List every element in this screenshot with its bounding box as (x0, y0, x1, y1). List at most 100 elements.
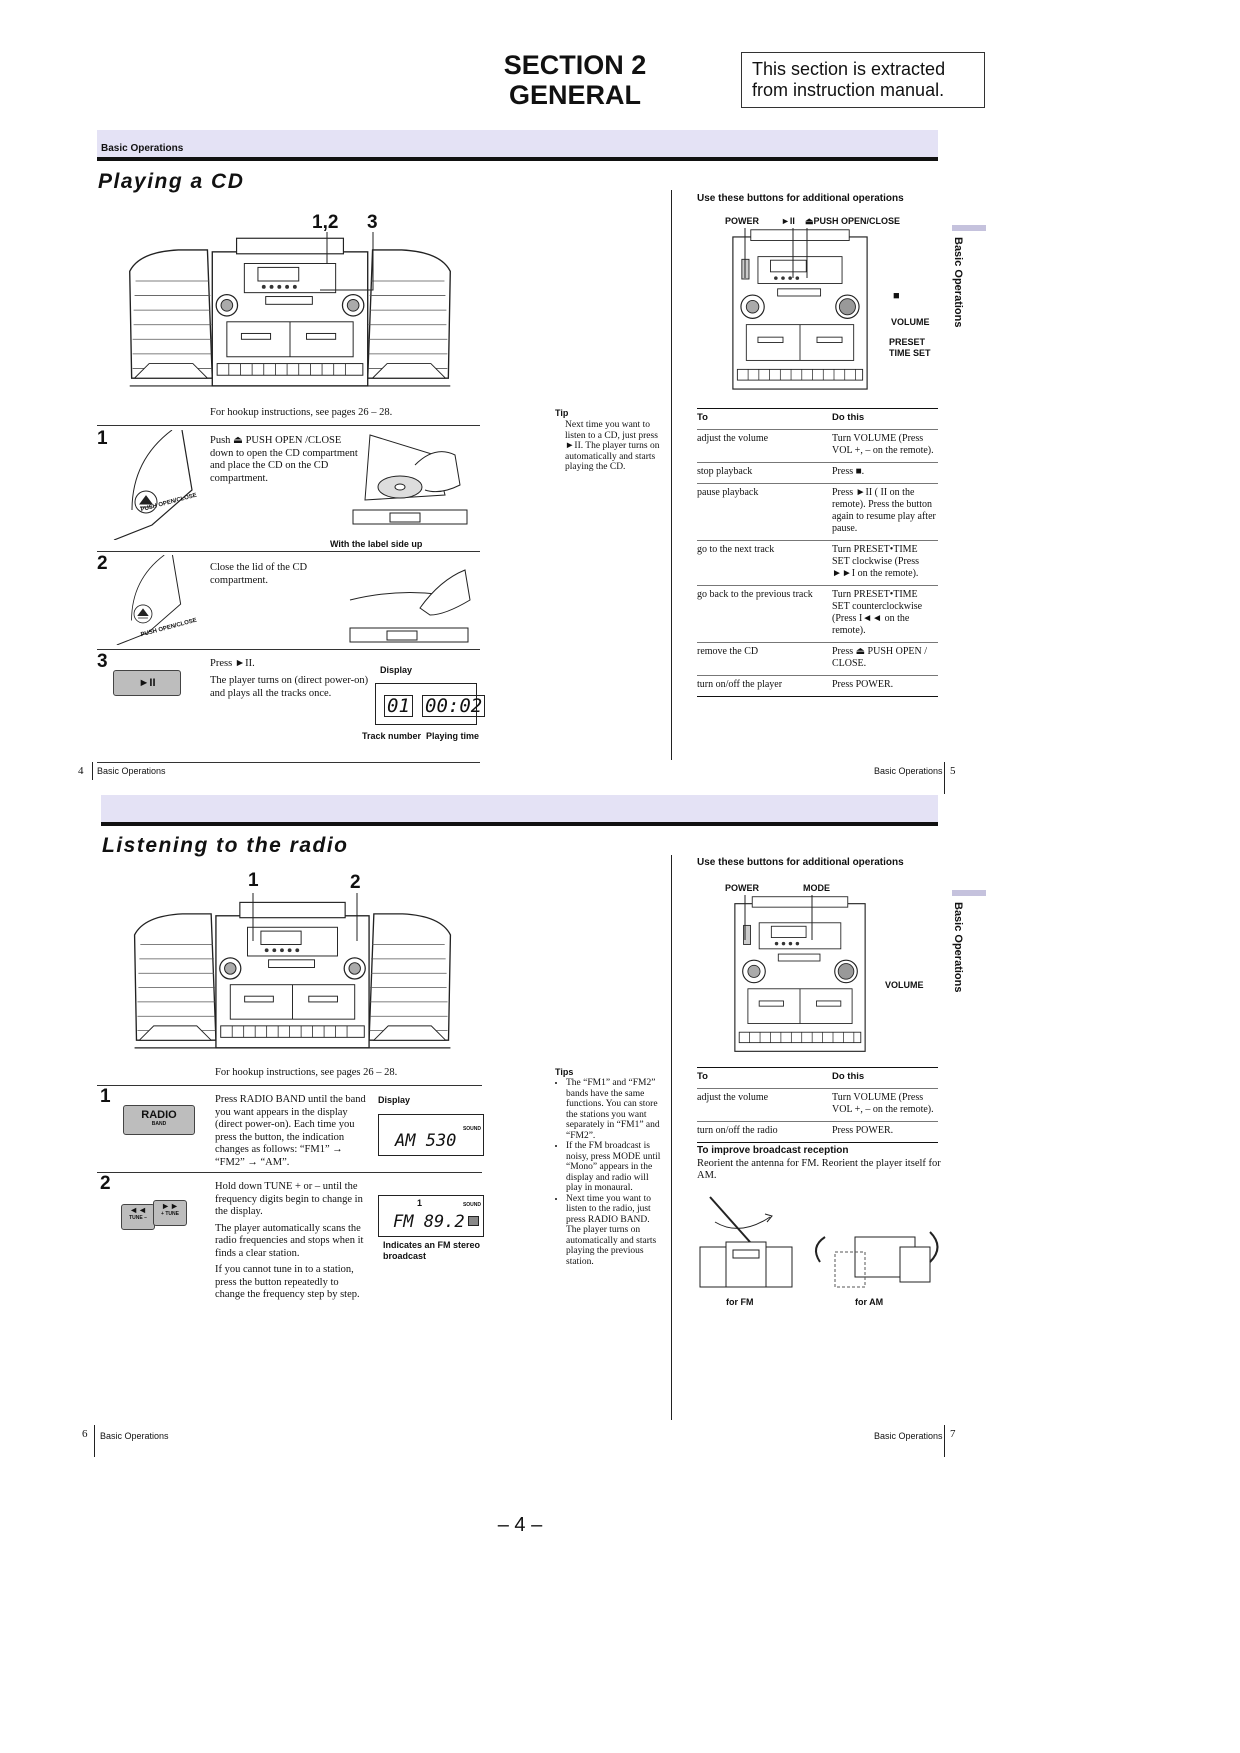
step-3-text: Press ►II. (210, 658, 255, 669)
side-tab-marker (952, 225, 986, 231)
cd-display: 01 00:02 (375, 683, 486, 725)
improve-reception-heading: To improve broadcast reception (697, 1145, 849, 1156)
tip-text: Next time you want to listen to a CD, ju… (565, 420, 660, 472)
tip-item: Next time you want to listen to the radi… (566, 1194, 665, 1268)
stereo-indicator-icon (468, 1216, 479, 1226)
column-divider (671, 190, 672, 760)
display-track-number: 01 (384, 695, 413, 717)
display-fm-892: FM 89.2 (393, 1212, 465, 1232)
volume-label-2: VOLUME (885, 980, 924, 990)
radio-display-am: SOUND AM 530 (378, 1114, 484, 1156)
preset-label: PRESET (889, 337, 926, 347)
label-mode: MODE (803, 883, 830, 893)
callout-3: 3 (367, 212, 378, 233)
unit-front-illustration-2 (734, 895, 866, 1052)
radio-step-1-number: 1 (100, 1086, 111, 1107)
table-header-do-this: Do this (832, 1067, 938, 1089)
tips-label: Tips (555, 1067, 574, 1077)
display-playing-time: 00:02 (422, 695, 486, 717)
footer-left-text-2: Basic Operations (100, 1431, 169, 1441)
playing-time-label: Playing time (426, 731, 480, 741)
tip-item: If the FM broadcast is noisy, press MODE… (566, 1141, 665, 1194)
footer-right-text: Basic Operations (874, 766, 943, 776)
improve-reception-text: Reorient the antenna for FM. Reorient th… (697, 1158, 941, 1181)
table-header-to: To (697, 408, 832, 430)
band-label: Basic Operations (101, 143, 184, 154)
side-label-basic-operations: Basic Operations (952, 237, 964, 328)
sound-indicator-2: SOUND (462, 1202, 481, 1208)
unit-front-illustration (732, 228, 868, 390)
tune-plus-button-icon: ►►+ TUNE (153, 1200, 187, 1226)
eject-button-illustration (113, 430, 193, 540)
radio-callout-2: 2 (350, 872, 361, 893)
extract-note: This section is extracted from instructi… (741, 52, 985, 108)
band-button-label: BAND (151, 1121, 167, 1127)
hookup-text: For hookup instructions, see pages 26 – … (210, 407, 393, 418)
label-push-open-close: ⏏PUSH OPEN/CLOSE (805, 216, 901, 226)
for-am-caption: for AM (855, 1297, 884, 1307)
radio-step-2-text-2: The player automatically scans the radio… (215, 1222, 364, 1259)
step-2-number: 2 (97, 553, 108, 574)
page-number-4: 4 (78, 765, 84, 777)
sound-indicator: SOUND (462, 1126, 481, 1132)
label-power: POWER (725, 216, 760, 226)
column-divider-2 (671, 855, 672, 1420)
page-number-6: 6 (82, 1428, 88, 1440)
callout-1-2: 1,2 (312, 212, 339, 233)
additional-ops-heading: Use these buttons for additional operati… (697, 193, 904, 204)
page-number-5: 5 (950, 765, 956, 777)
tip-item: The “FM1” and “FM2” bands have the same … (566, 1078, 665, 1141)
label-play-pause: ►II (781, 216, 795, 226)
volume-label: VOLUME (891, 317, 930, 327)
listening-radio-heading: Listening to the radio (102, 834, 349, 857)
label-power-2: POWER (725, 883, 760, 893)
additional-ops-heading-2: Use these buttons for additional operati… (697, 857, 904, 868)
fm-stereo-caption: Indicates an FM stereo broadcast (383, 1240, 481, 1261)
section-subtitle: GENERAL (508, 80, 641, 110)
tune-minus-label: TUNE – (129, 1215, 147, 1221)
band-rule (97, 157, 938, 161)
section-band-2 (101, 795, 938, 822)
radio-button-label: RADIO (141, 1109, 177, 1121)
table-header-to: To (697, 1067, 832, 1089)
side-tab-marker-2 (952, 890, 986, 896)
step-1-number: 1 (97, 428, 108, 449)
step-3-text-2: The player turns on (direct power-on) an… (210, 675, 369, 699)
radio-step-2-text: Hold down TUNE + or – until the frequenc… (215, 1181, 363, 1217)
stop-label: ■ (893, 290, 900, 302)
fast-forward-icon: ►► (161, 1201, 179, 1211)
display-am-530: AM 530 (395, 1131, 457, 1151)
footer-left-text: Basic Operations (97, 766, 166, 776)
tip-label: Tip (555, 408, 569, 418)
step-3-number: 3 (97, 651, 108, 672)
table-header-do-this: Do this (832, 408, 938, 430)
page-number-7: 7 (950, 1428, 956, 1440)
band-rule-2 (101, 822, 938, 826)
cd-insert-illustration (352, 434, 468, 525)
play-pause-button-icon: ►II (113, 670, 181, 696)
step-2-text: Close the lid of the CD compartment. (210, 562, 308, 586)
display-preset-number: 1 (417, 1198, 423, 1208)
playing-cd-heading: Playing a CD (98, 170, 245, 193)
tune-buttons-icon: ◄◄TUNE – ►►+ TUNE (121, 1200, 187, 1230)
boombox-illustration (129, 232, 451, 387)
close-lid-illustration (349, 569, 471, 643)
radio-step-2-text-3: If you cannot tune in to a station, pres… (215, 1264, 360, 1300)
side-label-basic-operations-2: Basic Operations (952, 902, 964, 993)
tune-plus-label: + TUNE (161, 1211, 179, 1217)
radio-display-fm: 1 SOUND FM 89.2 (378, 1195, 484, 1237)
sheet-page-number: – 4 – (497, 1514, 543, 1536)
section-title: SECTION 2 (503, 50, 647, 80)
antenna-orientation-illustration (699, 1196, 939, 1288)
rewind-icon: ◄◄ (129, 1205, 147, 1215)
label-side-up-caption: With the label side up (330, 539, 423, 549)
